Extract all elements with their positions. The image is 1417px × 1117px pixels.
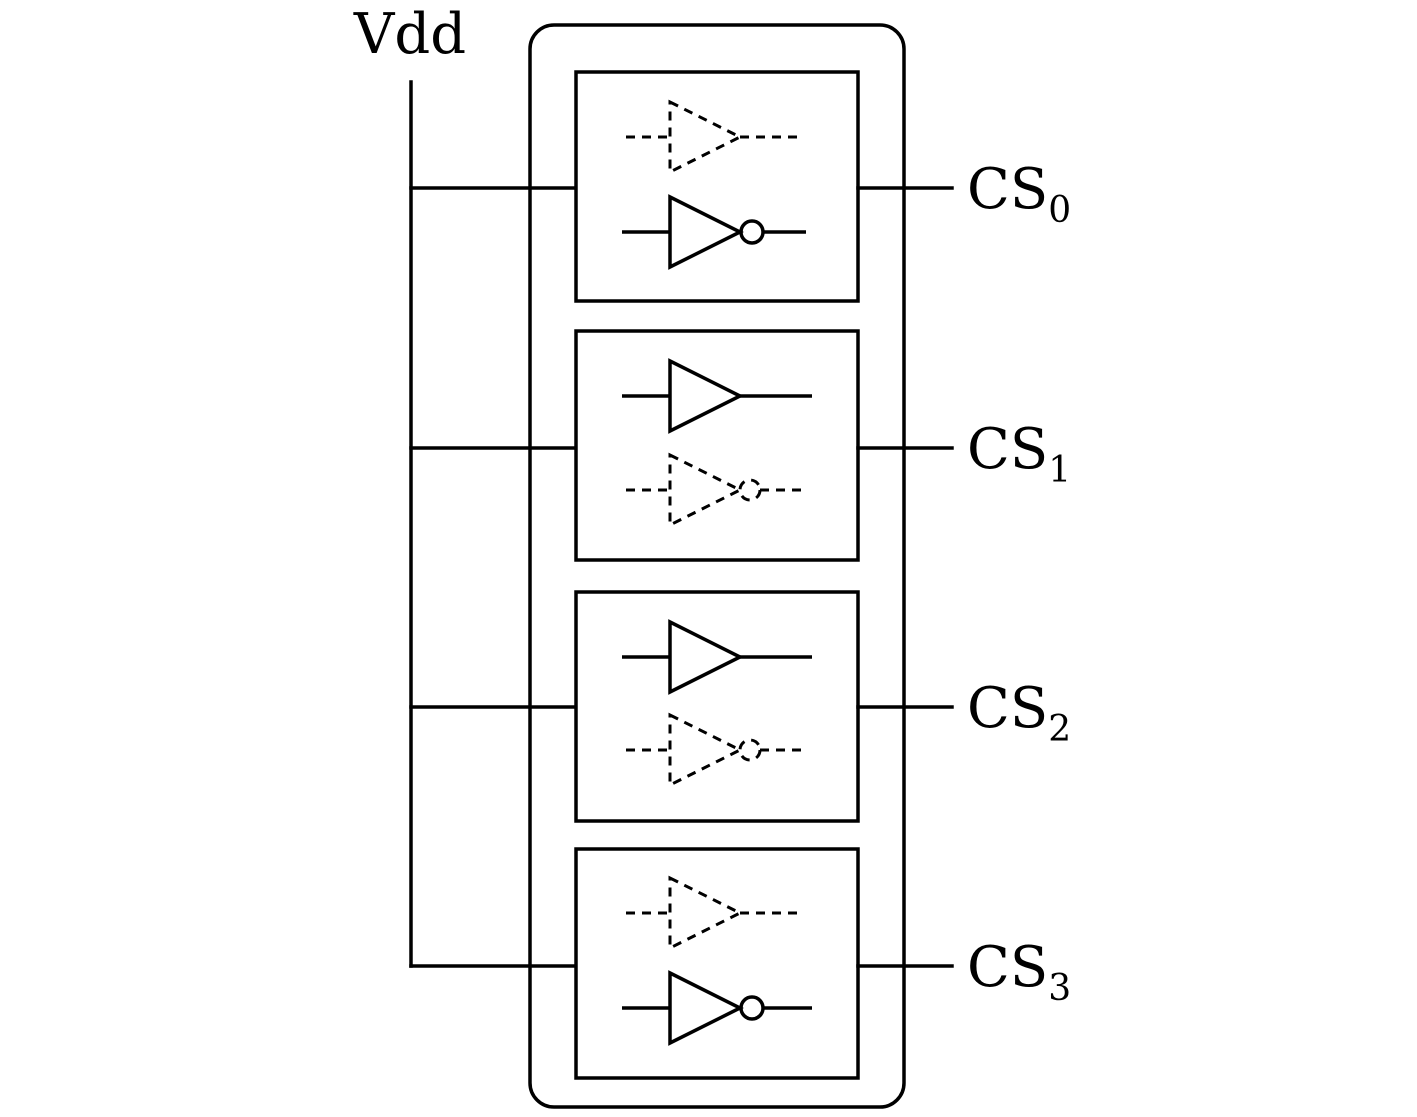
- inactive-inverter-2: [626, 712, 802, 788]
- cell-1: CS1: [409, 329, 1071, 562]
- output-label-3: CS3: [967, 935, 1071, 1009]
- inactive-buffer-3: [626, 875, 802, 951]
- cell-3: CS3: [409, 847, 1071, 1080]
- cell-box-2: [574, 590, 860, 823]
- active-inverter-3: [622, 970, 812, 1046]
- inactive-inverter-1: [626, 452, 802, 528]
- inactive-buffer-0: [626, 99, 802, 175]
- cell-box-1: [574, 329, 860, 562]
- active-buffer-1: [622, 358, 812, 434]
- cell-0: CS0: [409, 70, 1071, 303]
- active-buffer-2: [622, 619, 812, 695]
- vdd-label: Vdd: [353, 2, 466, 67]
- output-label-2: CS2: [967, 676, 1071, 750]
- cell-2: CS2: [409, 590, 1071, 823]
- active-inverter-0: [622, 194, 806, 270]
- outer-enclosure: [528, 23, 906, 1109]
- output-label-0: CS0: [967, 157, 1071, 231]
- cell-box-0: [574, 70, 860, 303]
- cell-box-3: [574, 847, 860, 1080]
- output-label-1: CS1: [967, 417, 1071, 491]
